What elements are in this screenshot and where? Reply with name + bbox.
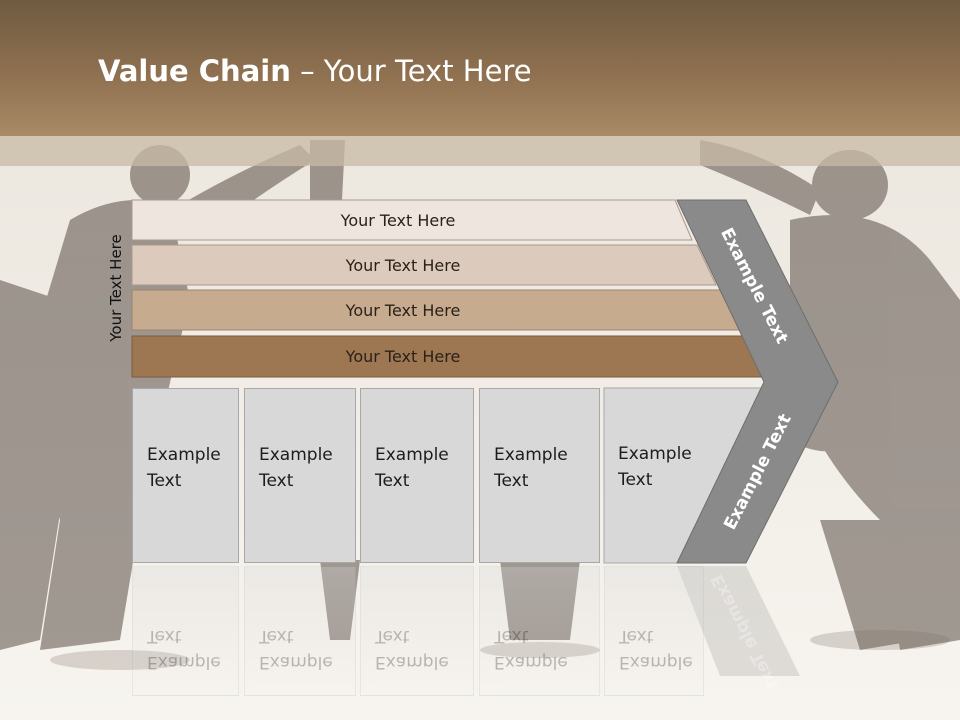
row-1-label: Your Text Here <box>340 210 456 230</box>
column-5-reflection: Example Text <box>604 566 704 696</box>
row-4[interactable]: Your Text Here <box>132 336 702 376</box>
column-5-reflection-line2: Text <box>619 626 654 646</box>
column-1-reflection: Example Text <box>132 566 239 696</box>
column-4-line2: Text <box>494 471 529 491</box>
column-3-reflection-line1: Example <box>375 652 449 672</box>
column-5-line1: Example <box>618 444 692 464</box>
row-3[interactable]: Your Text Here <box>132 290 702 330</box>
column-2-reflection-line1: Example <box>259 652 333 672</box>
row-1[interactable]: Your Text Here <box>132 200 692 240</box>
column-3[interactable]: Example Text <box>360 388 474 563</box>
column-2-reflection: Example Text <box>244 566 356 696</box>
column-2-reflection-line2: Text <box>259 626 294 646</box>
chevron-reflection <box>677 566 800 676</box>
row-shape-2 <box>131 244 717 286</box>
column-2-line1: Example <box>259 445 333 465</box>
column-3-line1: Example <box>375 445 449 465</box>
column-1-line1: Example <box>147 445 221 465</box>
row-2-label: Your Text Here <box>345 255 461 275</box>
column-3-reflection: Example Text <box>360 566 474 696</box>
column-1[interactable]: Example Text <box>132 388 239 563</box>
column-3-line2: Text <box>375 471 410 491</box>
column-1-reflection-line1: Example <box>147 652 221 672</box>
column-2[interactable]: Example Text <box>244 388 356 563</box>
header-band <box>0 136 960 166</box>
title-rest: – Your Text Here <box>290 54 532 88</box>
column-5-line2: Text <box>618 470 653 490</box>
column-5[interactable]: Example Text <box>604 388 704 563</box>
row-2[interactable]: Your Text Here <box>132 245 702 285</box>
column-3-reflection-line2: Text <box>375 626 410 646</box>
column-4-reflection-line2: Text <box>494 626 529 646</box>
column-5-reflection-line1: Example <box>619 652 693 672</box>
header-bar <box>0 0 960 136</box>
row-shape-1 <box>131 199 693 241</box>
row-4-label: Your Text Here <box>345 346 461 366</box>
column-4-line1: Example <box>494 445 568 465</box>
column-1-reflection-line2: Text <box>147 626 182 646</box>
column-4-reflection-line1: Example <box>494 652 568 672</box>
title-bold: Value Chain <box>98 54 291 88</box>
chevron-shape <box>676 199 839 564</box>
page-title: Value Chain – Your Text Here <box>98 54 532 88</box>
column-4[interactable]: Example Text <box>479 388 600 563</box>
column-1-line2: Text <box>147 471 182 491</box>
column-2-line2: Text <box>259 471 294 491</box>
row-3-label: Your Text Here <box>345 300 461 320</box>
column-4-reflection: Example Text <box>479 566 600 696</box>
